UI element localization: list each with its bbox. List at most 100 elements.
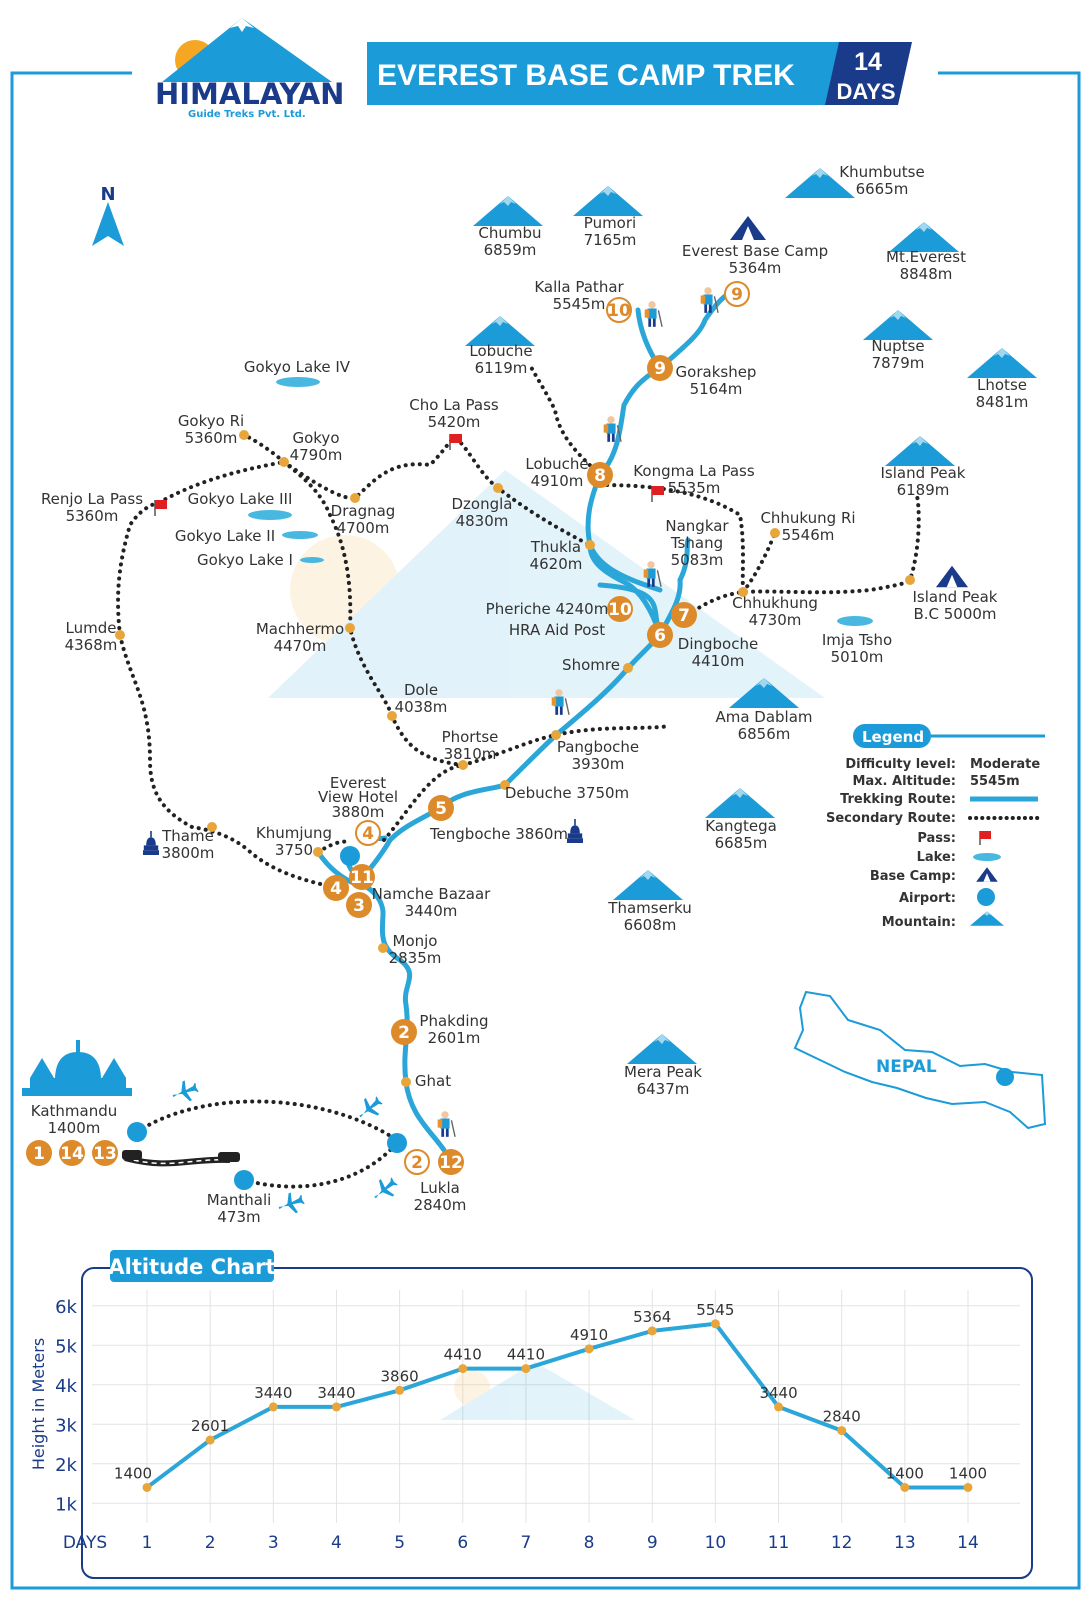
place-name: Pangboche: [557, 738, 639, 756]
place-label-debuche: Debuche 3750m: [505, 784, 629, 802]
lake-icon: [837, 616, 873, 626]
waypoint-dot: [770, 528, 780, 538]
mountain-icon: [885, 436, 955, 466]
chart-series-line: [145, 1321, 968, 1490]
car-icon: [122, 1150, 240, 1162]
chart-data-label: 3860: [381, 1367, 419, 1385]
chart-data-label: 3440: [317, 1384, 355, 1402]
day-marker-label: 10: [608, 600, 632, 620]
chart-title: Altitude Chart: [108, 1255, 275, 1279]
place-name: Ghat: [415, 1072, 451, 1090]
mountain-icon: [863, 310, 933, 340]
day-marker-label: 4: [330, 879, 342, 899]
chart-x-tick-label: 1: [142, 1533, 153, 1553]
mountain-icon: [970, 911, 1004, 926]
chart-x-tick-label: 12: [831, 1533, 853, 1553]
secondary-route-segment: [282, 434, 592, 547]
place-name: Khumbutse: [839, 163, 924, 181]
place-label: Ghat: [415, 1072, 451, 1090]
chart-data-label: 1400: [114, 1464, 152, 1482]
place-name: Kathmandu: [31, 1102, 118, 1120]
day-marker-label: 2: [398, 1023, 410, 1043]
place-altitude: 4620m: [530, 555, 583, 573]
lake-icon: [973, 853, 1001, 861]
chart-data-point: [647, 1326, 657, 1336]
chart-data-point: [142, 1482, 152, 1492]
airport-icon: [234, 1170, 254, 1190]
chart-data-label: 4410: [507, 1346, 545, 1364]
chart-data-point: [395, 1385, 405, 1395]
day-marker-label: 1: [33, 1144, 45, 1164]
chart-y-tick-label: 3k: [55, 1415, 77, 1436]
place-name: Shomre: [562, 656, 620, 674]
day-marker: 4: [323, 875, 349, 901]
trekking-route-segment: [587, 542, 663, 638]
legend-altitude-label: Max. Altitude:: [852, 774, 956, 789]
place-altitude: 3880m: [332, 803, 385, 821]
day-marker: 13: [92, 1140, 118, 1166]
place-altitude: B.C 5000m: [913, 605, 996, 623]
chart-y-tick-label: 1k: [55, 1494, 77, 1515]
lake-icon: [276, 377, 320, 387]
place-altitude: 7879m: [872, 354, 925, 372]
waypoint-dot: [313, 847, 323, 857]
nepal-map-outline: NEPAL: [793, 990, 1047, 1130]
day-marker: 2: [404, 1149, 430, 1175]
chart-data-point: [584, 1344, 594, 1354]
place-name: Chumbu: [478, 224, 541, 242]
place-altitude: 6856m: [738, 725, 791, 743]
place-altitude: 5360m: [185, 429, 238, 447]
place-name: Thukla: [530, 538, 581, 556]
chart-data-point: [900, 1482, 910, 1492]
place-name: Lumde: [66, 619, 117, 637]
day-marker: 3: [346, 892, 372, 918]
place-altitude: 6437m: [637, 1080, 690, 1098]
lake-icon: [300, 557, 324, 563]
mountain-icon: [705, 788, 775, 818]
legend-trekking-route: Trekking Route:: [840, 792, 956, 807]
day-marker: 9: [724, 281, 750, 307]
airport-icon: [977, 888, 995, 906]
place-altitude: 5010m: [831, 648, 884, 666]
secondary-route-segment: [598, 483, 745, 594]
trekking-route-segment: [597, 365, 663, 478]
day-marker-label: 12: [439, 1153, 463, 1173]
chart-data-point: [331, 1402, 341, 1412]
day-marker-label: 14: [60, 1144, 84, 1164]
waypoint-dot: [623, 663, 633, 673]
chart-x-tick-label: 3: [268, 1533, 279, 1553]
waypoint-dot: [207, 822, 217, 832]
chart-data-point: [774, 1402, 784, 1412]
airport-icon: [340, 846, 360, 866]
day-marker: 11: [349, 864, 375, 890]
chart-data-label: 1400: [949, 1464, 987, 1482]
place-altitude: 4470m: [274, 637, 327, 655]
day-marker: 1: [26, 1140, 52, 1166]
pass-flag-icon: [449, 434, 462, 450]
secondary-route-segment: [282, 460, 465, 767]
day-marker-label: 10: [607, 301, 631, 321]
place-altitude: 6119m: [475, 359, 528, 377]
place-altitude: 6859m: [484, 241, 537, 259]
north-label: N: [100, 184, 115, 205]
chart-y-tick-label: 5k: [55, 1336, 77, 1357]
day-marker-label: 9: [654, 359, 666, 379]
place-name: Nangkar: [665, 517, 729, 535]
